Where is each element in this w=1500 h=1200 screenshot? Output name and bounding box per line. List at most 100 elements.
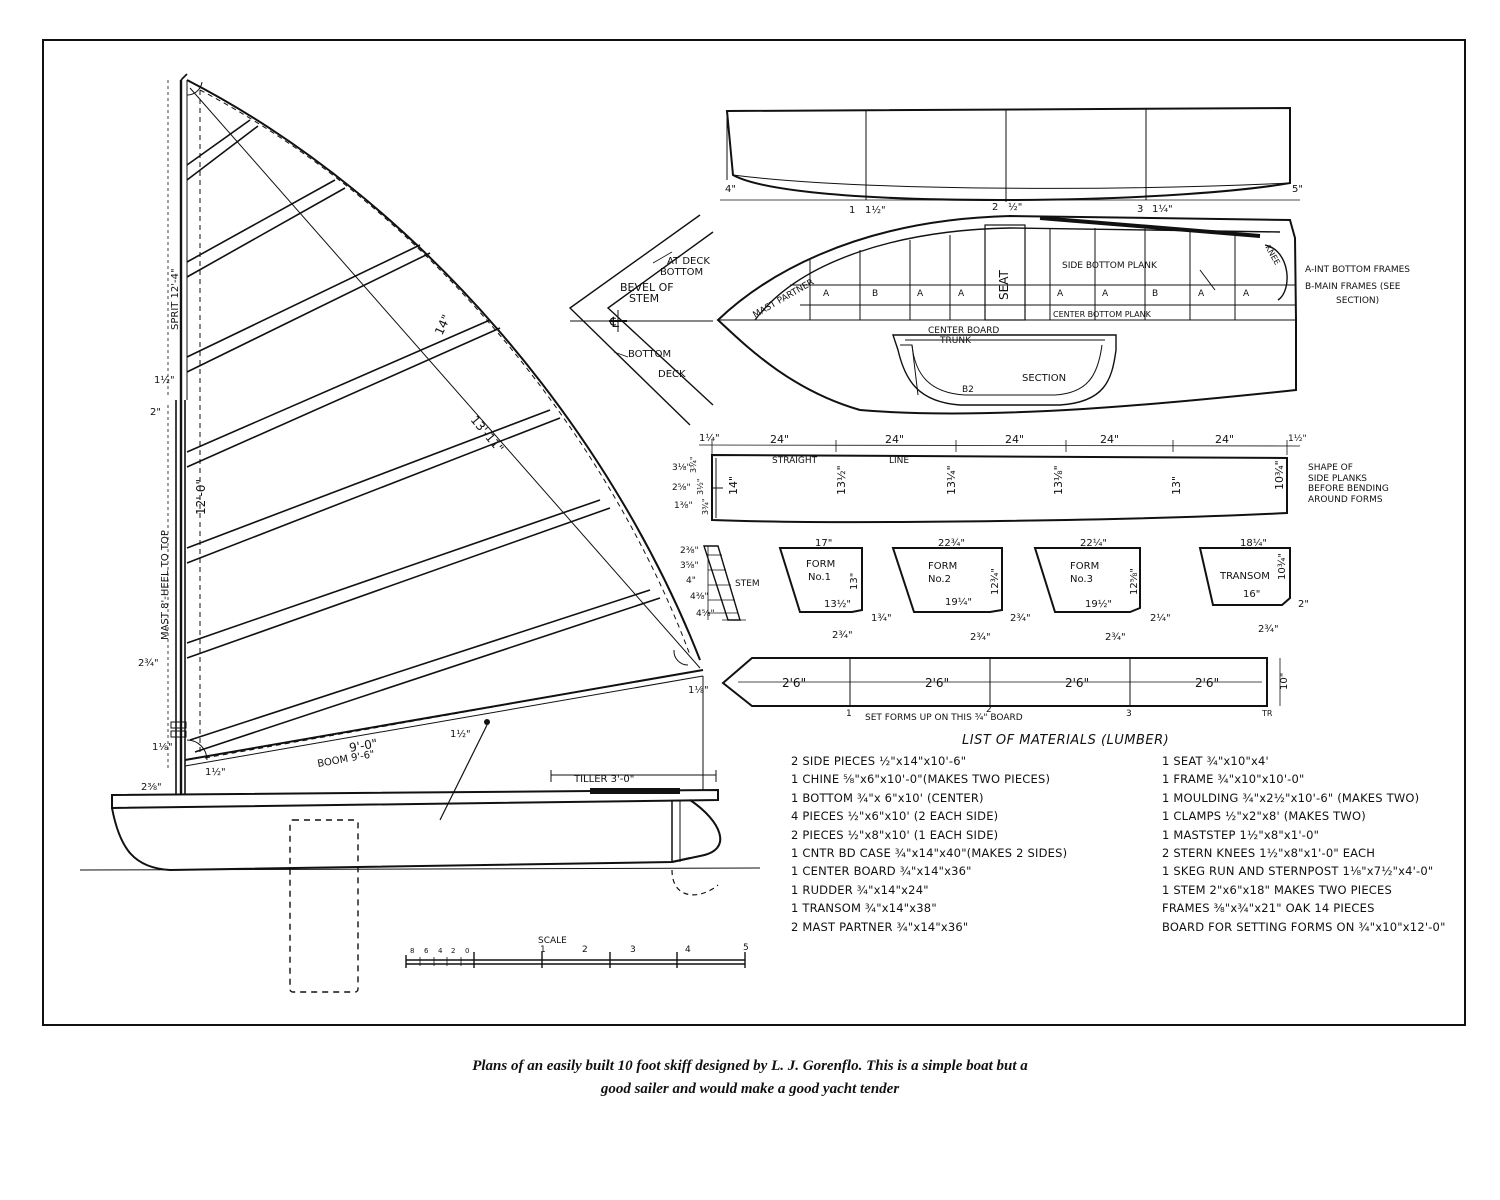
svg-text:24": 24"	[770, 433, 789, 446]
svg-text:1½": 1½"	[865, 204, 886, 216]
svg-text:4": 4"	[725, 184, 736, 195]
mast-length: MAST 8'-HEEL TO TOP	[160, 530, 171, 640]
materials-left: 2 SIDE PIECES ½"x14"x10'-6" 1 CHINE ⅝"x6…	[791, 752, 1067, 936]
board-labels: 2'6" 2'6" 2'6" 2'6" 10" 1 2 3 TR SET FOR…	[782, 673, 1290, 723]
svg-text:BOTTOM: BOTTOM	[660, 267, 703, 278]
svg-text:3⅛": 3⅛"	[672, 463, 691, 473]
scale-labels: SCALE 8 6 4 2 0 1 2 3 4 5	[410, 936, 749, 955]
sprit	[189, 87, 701, 669]
svg-text:SIDE BOTTOM PLANK: SIDE BOTTOM PLANK	[1062, 261, 1158, 271]
svg-text:4⅝": 4⅝"	[696, 609, 715, 619]
svg-text:24": 24"	[885, 433, 904, 446]
svg-text:1¾": 1¾"	[871, 613, 892, 624]
material-item: FRAMES ⅜"x¾"x21" OAK 14 PIECES	[1162, 901, 1375, 916]
svg-text:2⅜": 2⅜"	[680, 546, 699, 556]
svg-text:3⅝": 3⅝"	[680, 561, 699, 571]
svg-text:13": 13"	[1170, 476, 1183, 495]
svg-text:1: 1	[849, 205, 855, 216]
material-item: 1 BOTTOM ¾"x 6"x10' (CENTER)	[791, 790, 984, 805]
svg-text:2'6": 2'6"	[1195, 676, 1219, 690]
svg-text:2'6": 2'6"	[1065, 676, 1089, 690]
svg-text:1: 1	[540, 945, 546, 955]
svg-text:STEM: STEM	[629, 292, 659, 305]
material-item: 1 CLAMPS ½"x2"x8' (MAKES TWO)	[1162, 809, 1366, 824]
svg-text:2¼": 2¼"	[1150, 612, 1171, 624]
leech-length: 13'-11"	[468, 413, 507, 455]
svg-text:SECTION: SECTION	[1022, 373, 1066, 384]
svg-text:19¼": 19¼"	[945, 596, 972, 608]
svg-text:FORM: FORM	[1070, 561, 1099, 572]
svg-text:4": 4"	[686, 576, 696, 586]
material-item: 2 SIDE PIECES ½"x14"x10'-6"	[791, 754, 967, 768]
sail-leech	[186, 79, 701, 661]
svg-text:2¾": 2¾"	[970, 632, 991, 643]
svg-text:2¾": 2¾"	[1010, 613, 1031, 624]
svg-text:3¾": 3¾"	[701, 498, 710, 515]
hull-profile	[720, 106, 1300, 202]
svg-text:5: 5	[743, 943, 749, 953]
plan-view-labels: MAST PARTNER SEAT SIDE BOTTOM PLANK CENT…	[752, 244, 1411, 396]
svg-text:13⅛": 13⅛"	[1052, 465, 1065, 495]
material-item: 1 MOULDING ¾"x2½"x10'-6" (MAKES TWO)	[1162, 790, 1420, 805]
svg-text:AT DECK: AT DECK	[667, 256, 710, 267]
svg-text:8: 8	[410, 947, 414, 955]
svg-text:BOTTOM: BOTTOM	[628, 349, 671, 360]
material-item: 1 RUDDER ¾"x14"x24"	[791, 882, 929, 897]
svg-text:A: A	[1198, 289, 1205, 299]
svg-text:16": 16"	[1243, 589, 1260, 600]
svg-text:2¾": 2¾"	[138, 658, 159, 669]
svg-text:4: 4	[438, 947, 443, 955]
svg-text:24": 24"	[1215, 433, 1234, 446]
caption-line-1: Plans of an easily built 10 foot skiff d…	[472, 1058, 1028, 1074]
svg-text:2": 2"	[1298, 599, 1309, 610]
svg-text:1½": 1½"	[154, 374, 175, 386]
svg-text:A: A	[1102, 289, 1109, 299]
svg-text:10¾": 10¾"	[1273, 460, 1286, 490]
material-item: 2 STERN KNEES 1½"x8"x1'-0" EACH	[1162, 846, 1376, 861]
svg-text:24": 24"	[1100, 433, 1119, 446]
svg-text:2: 2	[582, 945, 588, 955]
material-item: 1 MASTSTEP 1½"x8"x1'-0"	[1162, 827, 1320, 842]
material-item: 1 STEM 2"x6"x18" MAKES TWO PIECES	[1162, 882, 1392, 897]
svg-text:No.2: No.2	[928, 574, 951, 585]
svg-text:3: 3	[1137, 204, 1143, 215]
svg-text:2: 2	[992, 202, 998, 213]
svg-text:10": 10"	[1279, 673, 1290, 690]
sail-hull	[79, 770, 761, 993]
svg-text:2: 2	[986, 705, 992, 715]
svg-text:LINE: LINE	[889, 456, 909, 466]
svg-text:13¼": 13¼"	[945, 465, 958, 495]
svg-text:SECTION): SECTION)	[1336, 296, 1379, 306]
svg-text:2⅝": 2⅝"	[672, 483, 691, 493]
svg-text:A: A	[1243, 289, 1250, 299]
material-item: 1 TRANSOM ¾"x14"x38"	[791, 901, 937, 916]
scale-bar	[405, 952, 746, 968]
svg-text:10¾": 10¾"	[1277, 553, 1288, 580]
svg-text:3: 3	[1126, 709, 1132, 719]
svg-text:14": 14"	[727, 476, 740, 495]
svg-text:STEM: STEM	[735, 579, 760, 589]
svg-text:SHAPE OF: SHAPE OF	[1308, 463, 1353, 473]
svg-text:2¾": 2¾"	[832, 630, 853, 641]
svg-text:A-INT BOTTOM FRAMES: A-INT BOTTOM FRAMES	[1305, 265, 1410, 275]
svg-text:FORM: FORM	[928, 561, 957, 572]
svg-text:1⅛": 1⅛"	[152, 742, 173, 753]
svg-text:TRANSOM: TRANSOM	[1219, 571, 1270, 582]
material-item: 1 SEAT ¾"x10"x4'	[1162, 754, 1269, 768]
svg-text:BEVEL OF: BEVEL OF	[620, 281, 674, 294]
svg-text:B-MAIN FRAMES (SEE: B-MAIN FRAMES (SEE	[1305, 282, 1401, 292]
material-item: 1 CENTER BOARD ¾"x14"x36"	[791, 864, 972, 879]
svg-text:CENTER BOTTOM PLANK: CENTER BOTTOM PLANK	[1053, 310, 1152, 319]
svg-text:B: B	[872, 289, 878, 299]
svg-text:19½": 19½"	[1085, 598, 1112, 610]
setting-board	[721, 657, 1281, 707]
svg-text:22¾": 22¾"	[938, 538, 965, 549]
svg-text:2: 2	[451, 947, 455, 955]
svg-text:SEAT: SEAT	[997, 270, 1011, 300]
materials-title: LIST OF MATERIALS (LUMBER)	[962, 733, 1170, 748]
tiller-length: TILLER 3'-0"	[573, 774, 634, 785]
svg-text:No.1: No.1	[808, 572, 831, 583]
svg-text:1⅛": 1⅛"	[688, 685, 709, 696]
svg-text:17": 17"	[815, 538, 832, 549]
sail-plan-labels: SPRIT 12'-4" MAST 8'-HEEL TO TOP 12'-0" …	[138, 268, 709, 793]
